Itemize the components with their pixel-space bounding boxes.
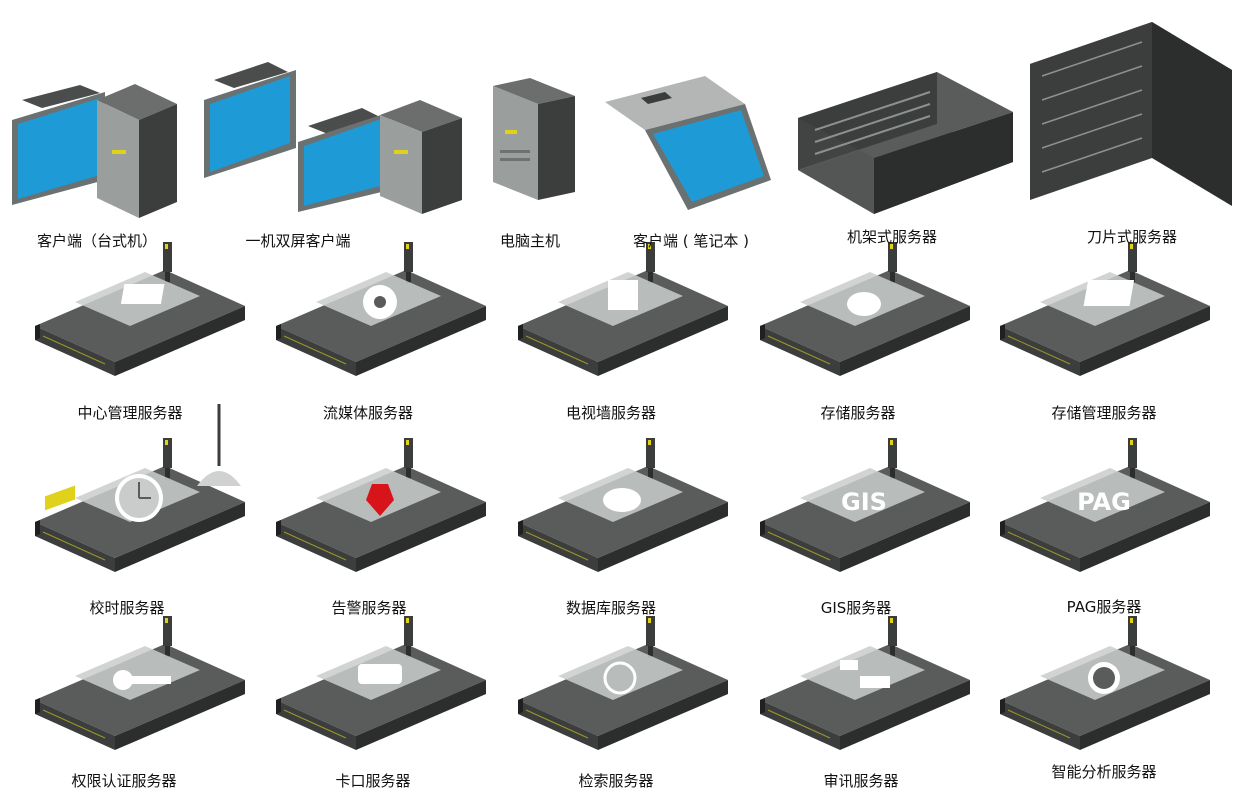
checkpoint-server-label: 卡口服务器 — [335, 772, 411, 790]
gis-server-icon: GIS — [759, 437, 971, 573]
search-server-label: 检索服务器 — [578, 772, 654, 790]
storage-server-icon — [759, 241, 971, 377]
streaming-media-server-icon — [275, 241, 487, 377]
desktop-client-icon — [12, 84, 177, 218]
pag-server-icon: PAG — [999, 437, 1211, 573]
center-management-server-label: 中心管理服务器 — [77, 404, 183, 422]
streaming-media-server-label: 流媒体服务器 — [322, 404, 414, 422]
alarm-server-icon — [275, 437, 487, 573]
interrogation-server-icon — [759, 615, 971, 751]
time-sync-server-label: 校时服务器 — [89, 599, 165, 617]
database-server-label: 数据库服务器 — [565, 599, 657, 617]
storage-management-server-icon — [999, 241, 1211, 377]
database-server-icon — [517, 437, 729, 573]
auth-server-icon — [34, 615, 246, 751]
laptop-client-icon — [605, 76, 771, 210]
gis-server-label: GIS服务器 — [820, 599, 892, 617]
gis-emblem: GIS — [841, 488, 887, 516]
tv-wall-server-icon — [517, 241, 729, 377]
smart-analysis-server-icon — [999, 615, 1211, 751]
time-sync-server-icon — [34, 404, 246, 573]
interrogation-server-label: 审讯服务器 — [823, 772, 899, 790]
storage-server-label: 存储服务器 — [820, 404, 896, 422]
tv-wall-server-label: 电视墙服务器 — [565, 404, 657, 422]
pag-server-label: PAG服务器 — [1066, 598, 1142, 616]
smart-analysis-server-label: 智能分析服务器 — [1051, 763, 1157, 781]
pc-host-icon — [493, 78, 575, 200]
dual-screen-client-label: 一机双屏客户端 — [245, 232, 351, 250]
pag-emblem: PAG — [1077, 488, 1131, 516]
rack-server-label: 机架式服务器 — [846, 228, 938, 246]
laptop-client-label: 客户端 ( 笔记本 ) — [632, 232, 750, 250]
alarm-server-label: 告警服务器 — [331, 599, 407, 617]
desktop-client-label: 客户端（台式机） — [36, 232, 158, 250]
auth-server-label: 权限认证服务器 — [71, 772, 177, 790]
rack-server-icon — [798, 72, 1013, 214]
blade-server-icon — [1030, 22, 1232, 206]
center-management-server-icon — [34, 241, 246, 377]
checkpoint-server-icon — [275, 615, 487, 751]
blade-server-label: 刀片式服务器 — [1086, 228, 1178, 246]
dual-screen-client-icon — [204, 62, 462, 214]
storage-management-server-label: 存储管理服务器 — [1051, 404, 1157, 422]
pc-host-label: 电脑主机 — [499, 232, 561, 250]
search-server-icon — [517, 615, 729, 751]
